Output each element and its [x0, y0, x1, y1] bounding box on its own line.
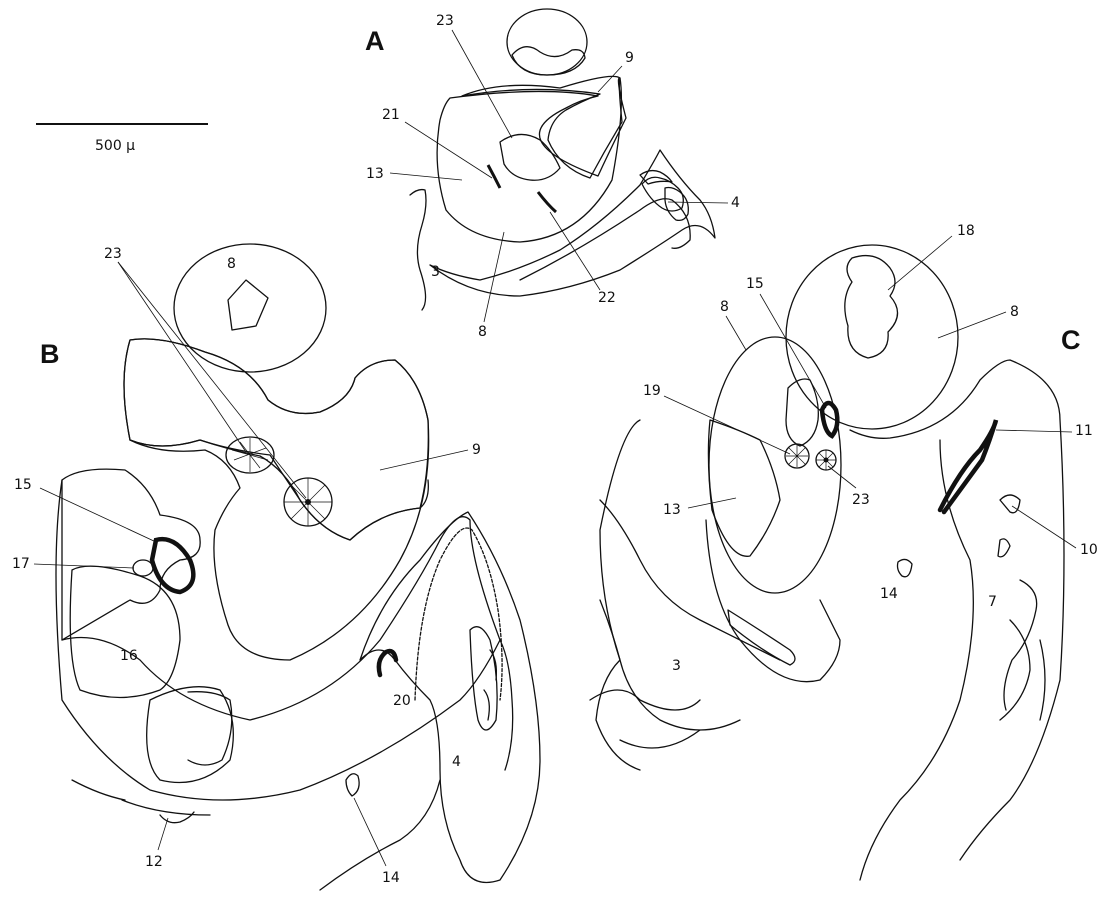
label-c-3: 3 — [672, 658, 681, 674]
label-c-8a: 8 — [720, 299, 729, 315]
label-a-13: 13 — [366, 166, 384, 182]
panel-a-main-section — [437, 76, 626, 242]
label-c-13: 13 — [663, 502, 681, 518]
label-a-23: 23 — [436, 13, 454, 29]
label-a-21: 21 — [382, 107, 400, 123]
label-b-20: 20 — [393, 693, 411, 709]
panel-c-top-section — [786, 245, 958, 429]
label-c-19: 19 — [643, 383, 661, 399]
label-b-12: 12 — [145, 854, 163, 870]
panel-c: C 18 — [590, 223, 1098, 880]
label-a-22: 22 — [598, 290, 616, 306]
label-b-14: 14 — [382, 870, 400, 886]
panel-b-letter: B — [40, 339, 60, 369]
label-a-8: 8 — [478, 324, 487, 340]
label-c-8b: 8 — [1010, 304, 1019, 320]
panel-b: B — [12, 244, 540, 890]
label-a-3: 3 — [431, 264, 440, 280]
label-b-16: 16 — [120, 648, 138, 664]
label-b-17: 17 — [12, 556, 30, 572]
panel-c-main-section — [708, 337, 841, 593]
label-c-15: 15 — [746, 276, 764, 292]
label-b-8: 8 — [227, 256, 236, 272]
panel-a-top-section — [507, 9, 587, 75]
label-b-4: 4 — [452, 754, 461, 770]
panel-b-top-section — [174, 244, 326, 372]
panel-a: A 23 9 21 13 4 3 8 22 — [365, 9, 740, 340]
label-c-14: 14 — [880, 586, 898, 602]
label-c-10: 10 — [1080, 542, 1098, 558]
scale-bar: 500 µ — [36, 124, 208, 154]
scale-bar-label: 500 µ — [95, 138, 135, 154]
label-c-23: 23 — [852, 492, 870, 508]
panel-b-main-section — [124, 339, 429, 660]
label-a-4: 4 — [731, 195, 740, 211]
label-a-9: 9 — [625, 50, 634, 66]
label-c-7: 7 — [988, 594, 997, 610]
label-c-18: 18 — [957, 223, 975, 239]
label-b-9: 9 — [472, 442, 481, 458]
label-c-11: 11 — [1075, 423, 1093, 439]
panel-b-villous-gland — [320, 512, 540, 890]
label-b-23: 23 — [104, 246, 122, 262]
panel-c-letter: C — [1061, 325, 1081, 355]
label-b-15: 15 — [14, 477, 32, 493]
panel-a-letter: A — [365, 26, 385, 56]
